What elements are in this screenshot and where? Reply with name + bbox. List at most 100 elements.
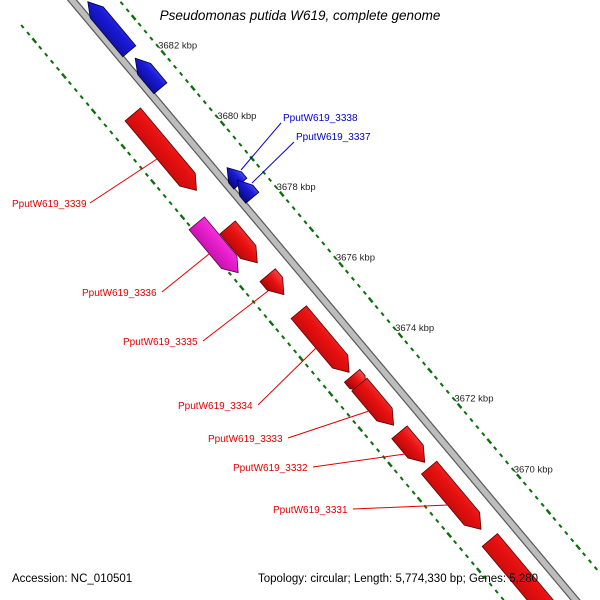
gene-arrow-PputW619_3336[interactable] <box>188 216 239 274</box>
tick-mark <box>179 71 184 77</box>
tick-mark <box>227 271 232 276</box>
tick-mark <box>327 390 334 397</box>
tick-mark <box>338 261 344 268</box>
gene-arrow-unlabeled-fwd-1[interactable] <box>219 220 258 264</box>
tick-mark <box>433 375 438 380</box>
tick-mark <box>267 177 272 183</box>
tick-mark <box>486 438 493 445</box>
tick-mark <box>315 234 320 239</box>
tick-mark <box>446 531 453 539</box>
tick-mark <box>202 100 207 105</box>
label-leader <box>312 453 406 468</box>
tick-mark <box>293 349 298 354</box>
gene-label[interactable]: PputW619_3331 <box>273 505 348 516</box>
tick-mark <box>233 278 238 283</box>
gene-label[interactable]: PputW619_3336 <box>82 288 157 299</box>
gene-arrow-PputW619_3334[interactable] <box>290 305 350 373</box>
tick-mark <box>90 108 97 115</box>
tick-mark <box>137 22 142 27</box>
gene-arrow-unlabeled-rev-2[interactable] <box>134 57 168 95</box>
gene-label[interactable]: PputW619_3339 <box>12 199 87 210</box>
tick-mark <box>422 361 427 366</box>
gene-arrow-PputW619_3338[interactable] <box>226 167 248 190</box>
tick-mark <box>61 72 67 80</box>
tick-mark <box>441 525 446 531</box>
tick-mark <box>174 207 179 213</box>
tick-mark <box>190 85 196 92</box>
tick-mark <box>308 226 315 233</box>
gene-label[interactable]: PputW619_3333 <box>208 434 283 445</box>
tick-mark <box>109 130 114 135</box>
genome-backbone-edge <box>66 0 572 600</box>
tick-mark <box>304 363 309 368</box>
gene-arrow-unlabeled-rev-1[interactable] <box>87 1 137 58</box>
tick-mark <box>540 502 545 507</box>
tick-mark <box>238 284 245 291</box>
tick-mark <box>522 481 527 486</box>
tick-mark <box>184 78 190 84</box>
gene-arrow-unlabeled-fwd-3[interactable] <box>481 533 559 600</box>
tick-mark <box>232 135 237 140</box>
tick-mark <box>545 508 552 515</box>
gene-arrow-PputW619_3337[interactable] <box>237 179 260 204</box>
tick-mark <box>587 559 593 564</box>
gene-arrow-PputW619_3332[interactable] <box>391 425 426 463</box>
axis-label: 3672 kbp <box>454 394 493 405</box>
tick-mark <box>125 8 130 13</box>
gene-label[interactable]: PputW619_3337 <box>296 132 371 143</box>
axis-label: 3674 kbp <box>395 323 434 334</box>
tick-mark <box>494 589 499 594</box>
tick-mark <box>50 59 55 65</box>
tick-mark <box>386 318 391 324</box>
gene-arrow-PputW619_3335[interactable] <box>259 268 285 296</box>
tick-mark <box>570 537 575 543</box>
tick-mark <box>411 490 416 495</box>
label-leader <box>161 253 210 293</box>
tick-mark <box>463 410 468 416</box>
gene-label[interactable]: PputW619_3334 <box>178 401 253 412</box>
tick-mark <box>387 461 393 468</box>
tick-mark <box>186 222 191 227</box>
gene-label[interactable]: PputW619_3338 <box>283 113 358 124</box>
gene-arrow-PputW619_3331[interactable] <box>420 460 482 530</box>
tick-mark <box>356 283 361 289</box>
tick-mark <box>321 241 326 246</box>
tick-mark <box>149 178 156 185</box>
tick-mark <box>410 347 415 352</box>
tick-mark <box>558 523 563 529</box>
tick-mark <box>160 49 167 56</box>
gene-arrow-PputW619_3333[interactable] <box>351 377 395 426</box>
tick-mark <box>481 431 486 437</box>
genome-title: Pseudomonas putida W619, complete genome <box>159 8 441 23</box>
gene-label[interactable]: PputW619_3332 <box>233 463 308 474</box>
axis-label: 3676 kbp <box>336 253 375 264</box>
tick-mark <box>453 539 458 545</box>
tick-mark <box>456 402 463 409</box>
label-leader <box>202 290 269 342</box>
tick-mark <box>73 87 78 93</box>
tick-mark <box>451 396 456 402</box>
tick-mark <box>127 151 132 156</box>
gene-label[interactable]: PputW619_3335 <box>123 337 198 348</box>
tick-mark <box>340 405 345 411</box>
tick-mark <box>380 311 385 317</box>
tick-mark <box>458 546 464 552</box>
tick-mark <box>352 419 357 425</box>
tick-mark <box>257 306 262 312</box>
tick-mark <box>149 36 154 41</box>
tick-mark <box>429 511 434 517</box>
tick-mark <box>44 52 49 57</box>
tick-mark <box>575 544 582 551</box>
tick-mark <box>470 561 475 566</box>
tick-mark <box>26 31 31 36</box>
tick-mark <box>155 43 160 48</box>
tick-mark <box>298 355 304 362</box>
gene-arrow-PputW619_3339[interactable] <box>124 107 197 191</box>
tick-mark <box>397 332 404 339</box>
tick-mark <box>393 469 398 474</box>
axis-label: 3680 kbp <box>217 111 256 122</box>
tick-mark <box>20 24 25 29</box>
label-leader <box>240 122 282 171</box>
label-leader <box>89 158 158 204</box>
